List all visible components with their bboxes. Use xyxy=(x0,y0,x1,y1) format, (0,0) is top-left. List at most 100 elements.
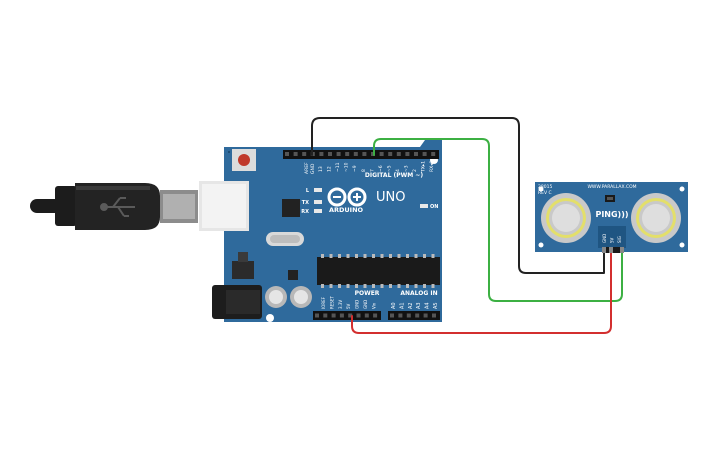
atmega-chip xyxy=(317,254,440,288)
power-pin-label: Vin xyxy=(371,302,376,309)
usb-controller-chip xyxy=(282,199,300,217)
chip-pin xyxy=(380,254,384,258)
voltage-regulator xyxy=(232,261,254,279)
chip-pin xyxy=(406,284,409,288)
header-hole xyxy=(373,313,378,318)
header-hole xyxy=(422,152,427,156)
chip-pin xyxy=(380,284,384,288)
sensor-pin-label: SIG xyxy=(617,236,622,243)
header-hole xyxy=(362,152,367,156)
chip-pin xyxy=(355,284,358,288)
arduino-uno-board[interactable]: L TX RX ON ARDUINO UNO DIGITAL (PWM ~) P… xyxy=(199,140,442,322)
header-hole xyxy=(345,152,350,156)
header-hole xyxy=(356,313,361,318)
chip-pin xyxy=(414,254,418,258)
power-pin-label: RESET xyxy=(329,296,334,309)
chip-pin xyxy=(423,254,426,258)
chip-pin xyxy=(338,284,341,288)
digital-pin-label: 2 xyxy=(412,169,418,172)
digital-pin-label: 12 xyxy=(327,166,333,172)
header-hole xyxy=(405,152,410,156)
chip-pin xyxy=(406,254,409,258)
sensor-url-label: WWW.PARALLAX.COM xyxy=(587,184,636,190)
led-tx-label: TX xyxy=(302,200,309,206)
digital-pin-label: TX▸1 xyxy=(421,161,427,173)
transducer-left xyxy=(541,193,591,243)
chip-pin xyxy=(346,284,350,288)
chip-pin xyxy=(397,284,401,288)
digital-header-label: DIGITAL (PWM ~) xyxy=(365,172,423,179)
led-rx-label: RX xyxy=(301,209,309,215)
analog-pin-label: A4 xyxy=(425,302,431,309)
chip-pin xyxy=(329,284,333,288)
digital-pin-label: ~11 xyxy=(335,162,341,172)
chip-pin xyxy=(423,284,426,288)
header-hole xyxy=(432,313,436,318)
chip-pin xyxy=(431,284,435,288)
wire-5v-red[interactable] xyxy=(351,251,612,334)
analog-pin-label: A5 xyxy=(433,302,439,309)
wire-signal-green[interactable] xyxy=(373,138,623,302)
analog-pin-label: A0 xyxy=(391,302,397,309)
header-hole xyxy=(339,313,344,318)
header-hole xyxy=(323,313,328,318)
sensor-name-label: PING))) xyxy=(595,210,628,219)
chip-pin xyxy=(329,254,333,258)
header-hole xyxy=(396,152,401,156)
digital-pin-label: ~6 xyxy=(378,165,384,172)
usb-cable xyxy=(30,183,198,230)
transducer-right xyxy=(631,193,681,243)
sensor-pin-area xyxy=(598,226,626,248)
digital-pin-label: ~10 xyxy=(344,162,350,172)
chip-pin xyxy=(363,254,367,258)
digital-pin-label: 13 xyxy=(318,166,324,172)
digital-pin-label: 4 xyxy=(395,169,401,172)
chip-pin xyxy=(389,254,392,258)
header-hole xyxy=(328,152,332,156)
header-hole xyxy=(431,152,436,156)
analog-pin-label: A3 xyxy=(416,302,422,309)
header-hole xyxy=(348,313,353,318)
header-hole xyxy=(331,313,336,318)
analog-pin-label: A1 xyxy=(399,302,405,309)
header-hole xyxy=(353,152,358,156)
power-pin-label: IOREF xyxy=(321,296,326,309)
wire-gnd-black[interactable] xyxy=(311,117,605,274)
analog-pin-label: A2 xyxy=(408,302,414,309)
header-hole xyxy=(406,313,411,318)
chip-pin xyxy=(338,254,341,258)
power-pin-label: GND xyxy=(355,300,360,309)
chip-pin xyxy=(355,254,358,258)
sensor-model-label: 28015 xyxy=(538,184,552,190)
chip-pin xyxy=(321,284,324,288)
sensor-pin-label: 5V xyxy=(610,237,615,243)
mounting-hole xyxy=(266,314,274,322)
reset-button[interactable] xyxy=(232,149,256,171)
arduino-logo-icon xyxy=(327,187,367,207)
led-rx xyxy=(314,209,322,213)
pin-label-gnd: GND xyxy=(310,163,316,174)
sensor-pin-label: GND xyxy=(602,234,607,243)
digital-pin-label: ~5 xyxy=(386,165,392,172)
chip-pin xyxy=(321,254,324,258)
sensor-rev-label: REV C xyxy=(538,190,552,196)
chip-pin xyxy=(363,284,367,288)
ping-ultrasonic-sensor[interactable]: 28015 REV C WWW.PARALLAX.COM PING))) GND… xyxy=(535,182,688,253)
chip-pin xyxy=(372,284,375,288)
power-pin-label: GND xyxy=(363,300,368,309)
capacitor xyxy=(290,286,312,308)
header-hole xyxy=(302,152,307,156)
header-hole xyxy=(388,152,393,156)
header-hole xyxy=(415,313,420,318)
usb-symbol-icon xyxy=(100,197,135,217)
header-hole xyxy=(364,313,369,318)
led-l xyxy=(314,188,322,192)
header-hole xyxy=(319,152,324,156)
chip-pin xyxy=(389,284,392,288)
chip-pin xyxy=(346,254,350,258)
digital-pin-label: ~9 xyxy=(352,165,358,172)
header-hole xyxy=(293,152,298,156)
pin-label-aref: AREF xyxy=(304,162,310,174)
chip-pin xyxy=(372,254,375,258)
